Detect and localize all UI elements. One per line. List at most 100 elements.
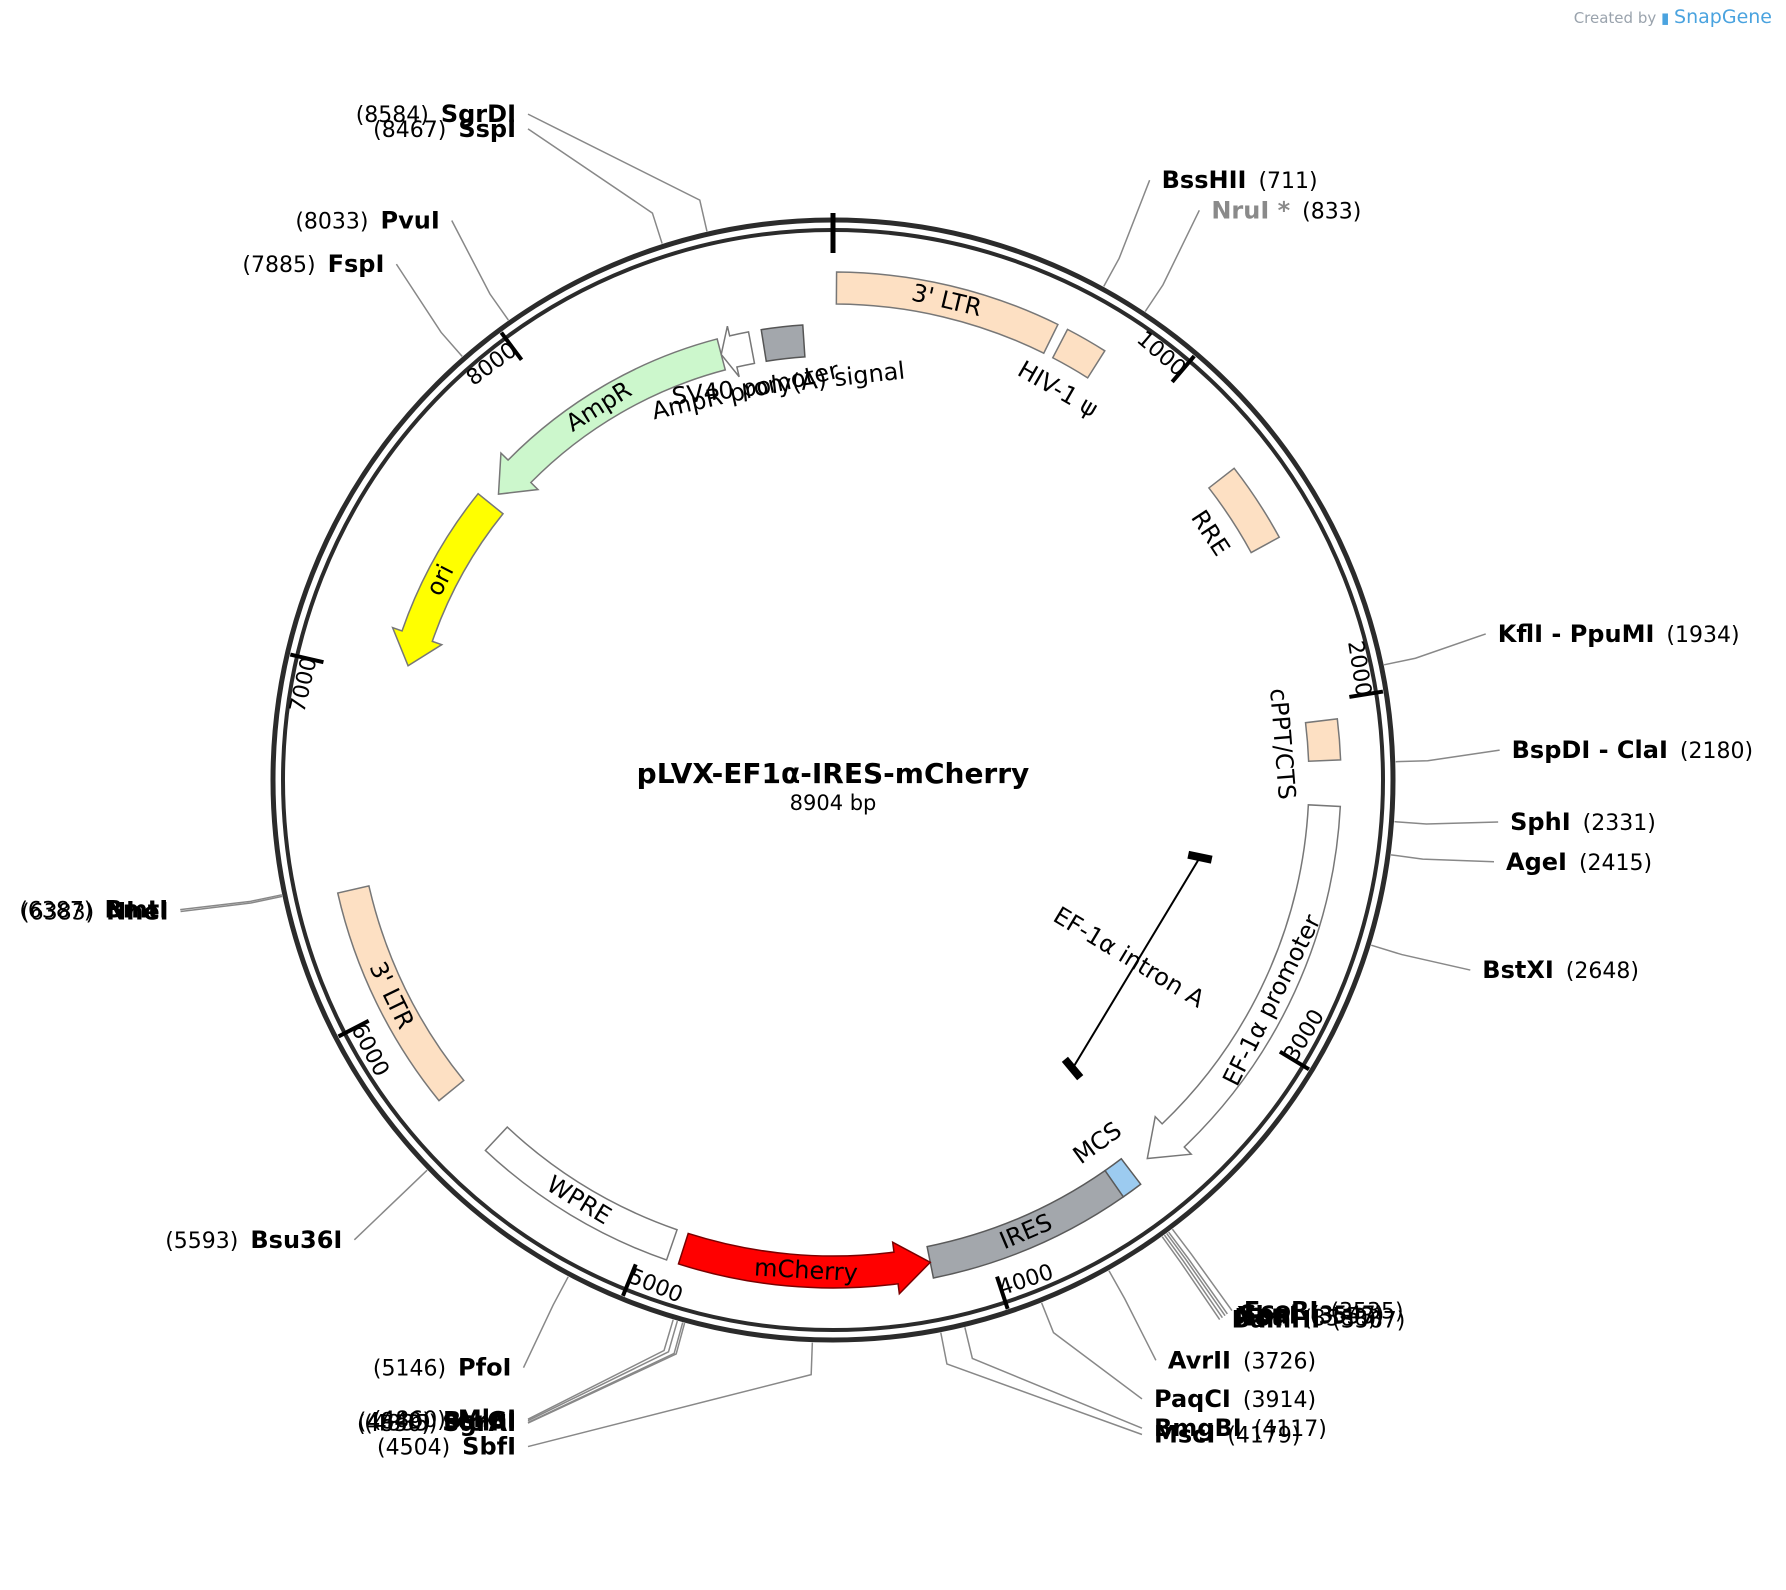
site-name-bmti: BmtI	[104, 896, 168, 924]
site-name-pvui: PvuI	[381, 207, 440, 235]
site-name-agei: AgeI	[1506, 848, 1567, 876]
plasmid-name: pLVX-EF1α-IRES-mCherry	[637, 757, 1030, 790]
feature-ef-1-intron-a-5-end-0	[1187, 850, 1213, 864]
site-pos-bmti: (6387)	[19, 899, 92, 924]
site-leader-sbfi	[527, 1342, 814, 1448]
site-leader-agei	[1390, 854, 1495, 863]
feature-3-ltr-0	[835, 271, 1059, 355]
site-leader-pvui	[451, 220, 509, 321]
credit-brand: SnapGene	[1674, 6, 1772, 28]
site-name-bsrgi: BsrGI	[443, 1407, 516, 1435]
ruler-tick-2000	[1349, 689, 1384, 699]
site-pos-mlui: (4860)	[373, 1408, 446, 1433]
site-pos-agei: (2415)	[1579, 851, 1652, 876]
site-leader-bmgbi	[964, 1327, 1143, 1429]
site-leader-bamhi	[1161, 1236, 1221, 1321]
site-pos-paqci: (3914)	[1243, 1388, 1316, 1413]
site-leader-paqci	[1040, 1302, 1143, 1400]
feature-cppt-cts-3-label: cPPT/CTS	[1264, 687, 1301, 800]
site-name-msci: MscI	[1154, 1421, 1215, 1449]
feature-ef-1-intron-a-5-end-1	[1061, 1056, 1084, 1081]
site-leader-pfoi	[522, 1276, 569, 1368]
site-leader-sphi	[1394, 820, 1499, 825]
ruler-tick-8000	[499, 331, 524, 362]
site-leader-ecori	[1171, 1228, 1233, 1311]
site-name-noti: NotI	[1234, 1304, 1291, 1332]
site-leader-bspdi-clai	[1395, 749, 1500, 763]
snapgene-credit: Created by ▮ SnapGene	[1574, 6, 1772, 28]
ruler-tick-7000	[289, 652, 324, 665]
plasmid-size: 8904 bp	[790, 791, 877, 815]
ruler-label-7000: 7000	[285, 655, 322, 715]
site-name-ecori: EcoRI	[1244, 1297, 1319, 1325]
site-pos-bmgbi: (4117)	[1254, 1417, 1327, 1442]
site-pos-pvui: (8033)	[295, 210, 368, 235]
ruler-tick-4000	[995, 1275, 1010, 1310]
site-pos-kfli-ppumi: (1934)	[1666, 623, 1739, 648]
site-name-mlui: MluI	[458, 1405, 516, 1433]
feature-ef-1-promoter-4	[1146, 804, 1342, 1160]
site-leader-sgrdi	[527, 113, 708, 232]
site-name-bspdi-clai: BspDI - ClaI	[1512, 736, 1668, 764]
ruler-label-8000: 8000	[462, 338, 522, 391]
site-leader-sgrai	[527, 1322, 686, 1424]
snapgene-logo-icon: ▮	[1661, 9, 1670, 27]
site-leader-nrui	[1144, 209, 1200, 312]
site-leader-xbai	[1166, 1233, 1226, 1317]
site-leader-bstxi	[1371, 944, 1471, 971]
site-leader-xcmi	[527, 1322, 684, 1424]
site-leader-nhei	[180, 895, 283, 913]
site-name-bamhi: BamHI	[1232, 1306, 1321, 1334]
credit-prefix: Created by	[1573, 9, 1657, 27]
site-pos-bsrgi: (4849)	[358, 1410, 431, 1435]
site-pos-fspi: (7885)	[242, 253, 315, 278]
site-name-bstxi: BstXI	[1482, 956, 1553, 984]
feature-cppt-cts-3	[1304, 718, 1342, 762]
site-name-paqci: PaqCI	[1154, 1385, 1231, 1413]
site-name-nrui: NruI *	[1211, 196, 1290, 224]
feature-ampr-promoter-13	[720, 325, 756, 378]
site-name-xcmi: XcmI	[449, 1408, 516, 1436]
site-name-sphi: SphI	[1510, 808, 1570, 836]
feature-ef-1-intron-a-5-line	[1071, 856, 1201, 1070]
site-name-avrii: AvrII	[1168, 1346, 1231, 1374]
site-pos-avrii: (3726)	[1243, 1349, 1316, 1374]
feature-ampr-12	[497, 338, 727, 496]
feature-mcherry-8	[677, 1232, 932, 1296]
feature-mcherry-8-label: mCherry	[753, 1253, 858, 1287]
site-name-sgrdi: SgrDI	[441, 100, 516, 128]
site-pos-bsu36i: (5593)	[165, 1229, 238, 1254]
feature-wpre-9	[484, 1126, 679, 1261]
site-name-spei: SpeI	[1239, 1300, 1299, 1328]
site-pos-xbai: (3553)	[1310, 1305, 1383, 1330]
feature-hiv-1-1	[1051, 328, 1106, 379]
site-leader-kfli-ppumi	[1383, 633, 1486, 666]
site-leader-sspi	[527, 128, 663, 244]
site-name-nhei: NheI	[106, 898, 168, 926]
site-pos-sgrdi: (8584)	[356, 103, 429, 128]
site-pos-nrui: (833)	[1302, 199, 1361, 224]
site-name-sspi: SspI	[458, 115, 516, 143]
site-leader-noti	[1163, 1234, 1223, 1319]
site-leader-bmti	[180, 894, 282, 911]
site-pos-sphi: (2331)	[1583, 811, 1656, 836]
site-pos-pfoi: (5146)	[373, 1357, 446, 1382]
ruler-tick-6000	[337, 1019, 370, 1039]
site-pos-spei: (3547)	[1311, 1303, 1384, 1328]
site-name-pfoi: PfoI	[458, 1354, 511, 1382]
site-pos-xcmi: (4835)	[364, 1411, 437, 1436]
site-pos-bstxi: (2648)	[1566, 959, 1639, 984]
site-leader-msci	[940, 1332, 1143, 1436]
site-name-kfli-ppumi: KflI - PpuMI	[1498, 620, 1655, 648]
ruler-tick-3000	[1278, 1049, 1311, 1072]
backbone-ring	[270, 213, 1396, 1343]
site-leader-fspi	[395, 263, 463, 357]
feature-rre-2	[1207, 467, 1281, 554]
site-leader-spei	[1167, 1231, 1228, 1315]
site-pos-bamhi: (3567)	[1332, 1309, 1405, 1334]
feature-ori-11	[391, 492, 505, 667]
ruler-tick-5000	[621, 1263, 638, 1297]
feature-ef-1-promoter-4-label: EF-1α promoter	[1217, 910, 1326, 1090]
